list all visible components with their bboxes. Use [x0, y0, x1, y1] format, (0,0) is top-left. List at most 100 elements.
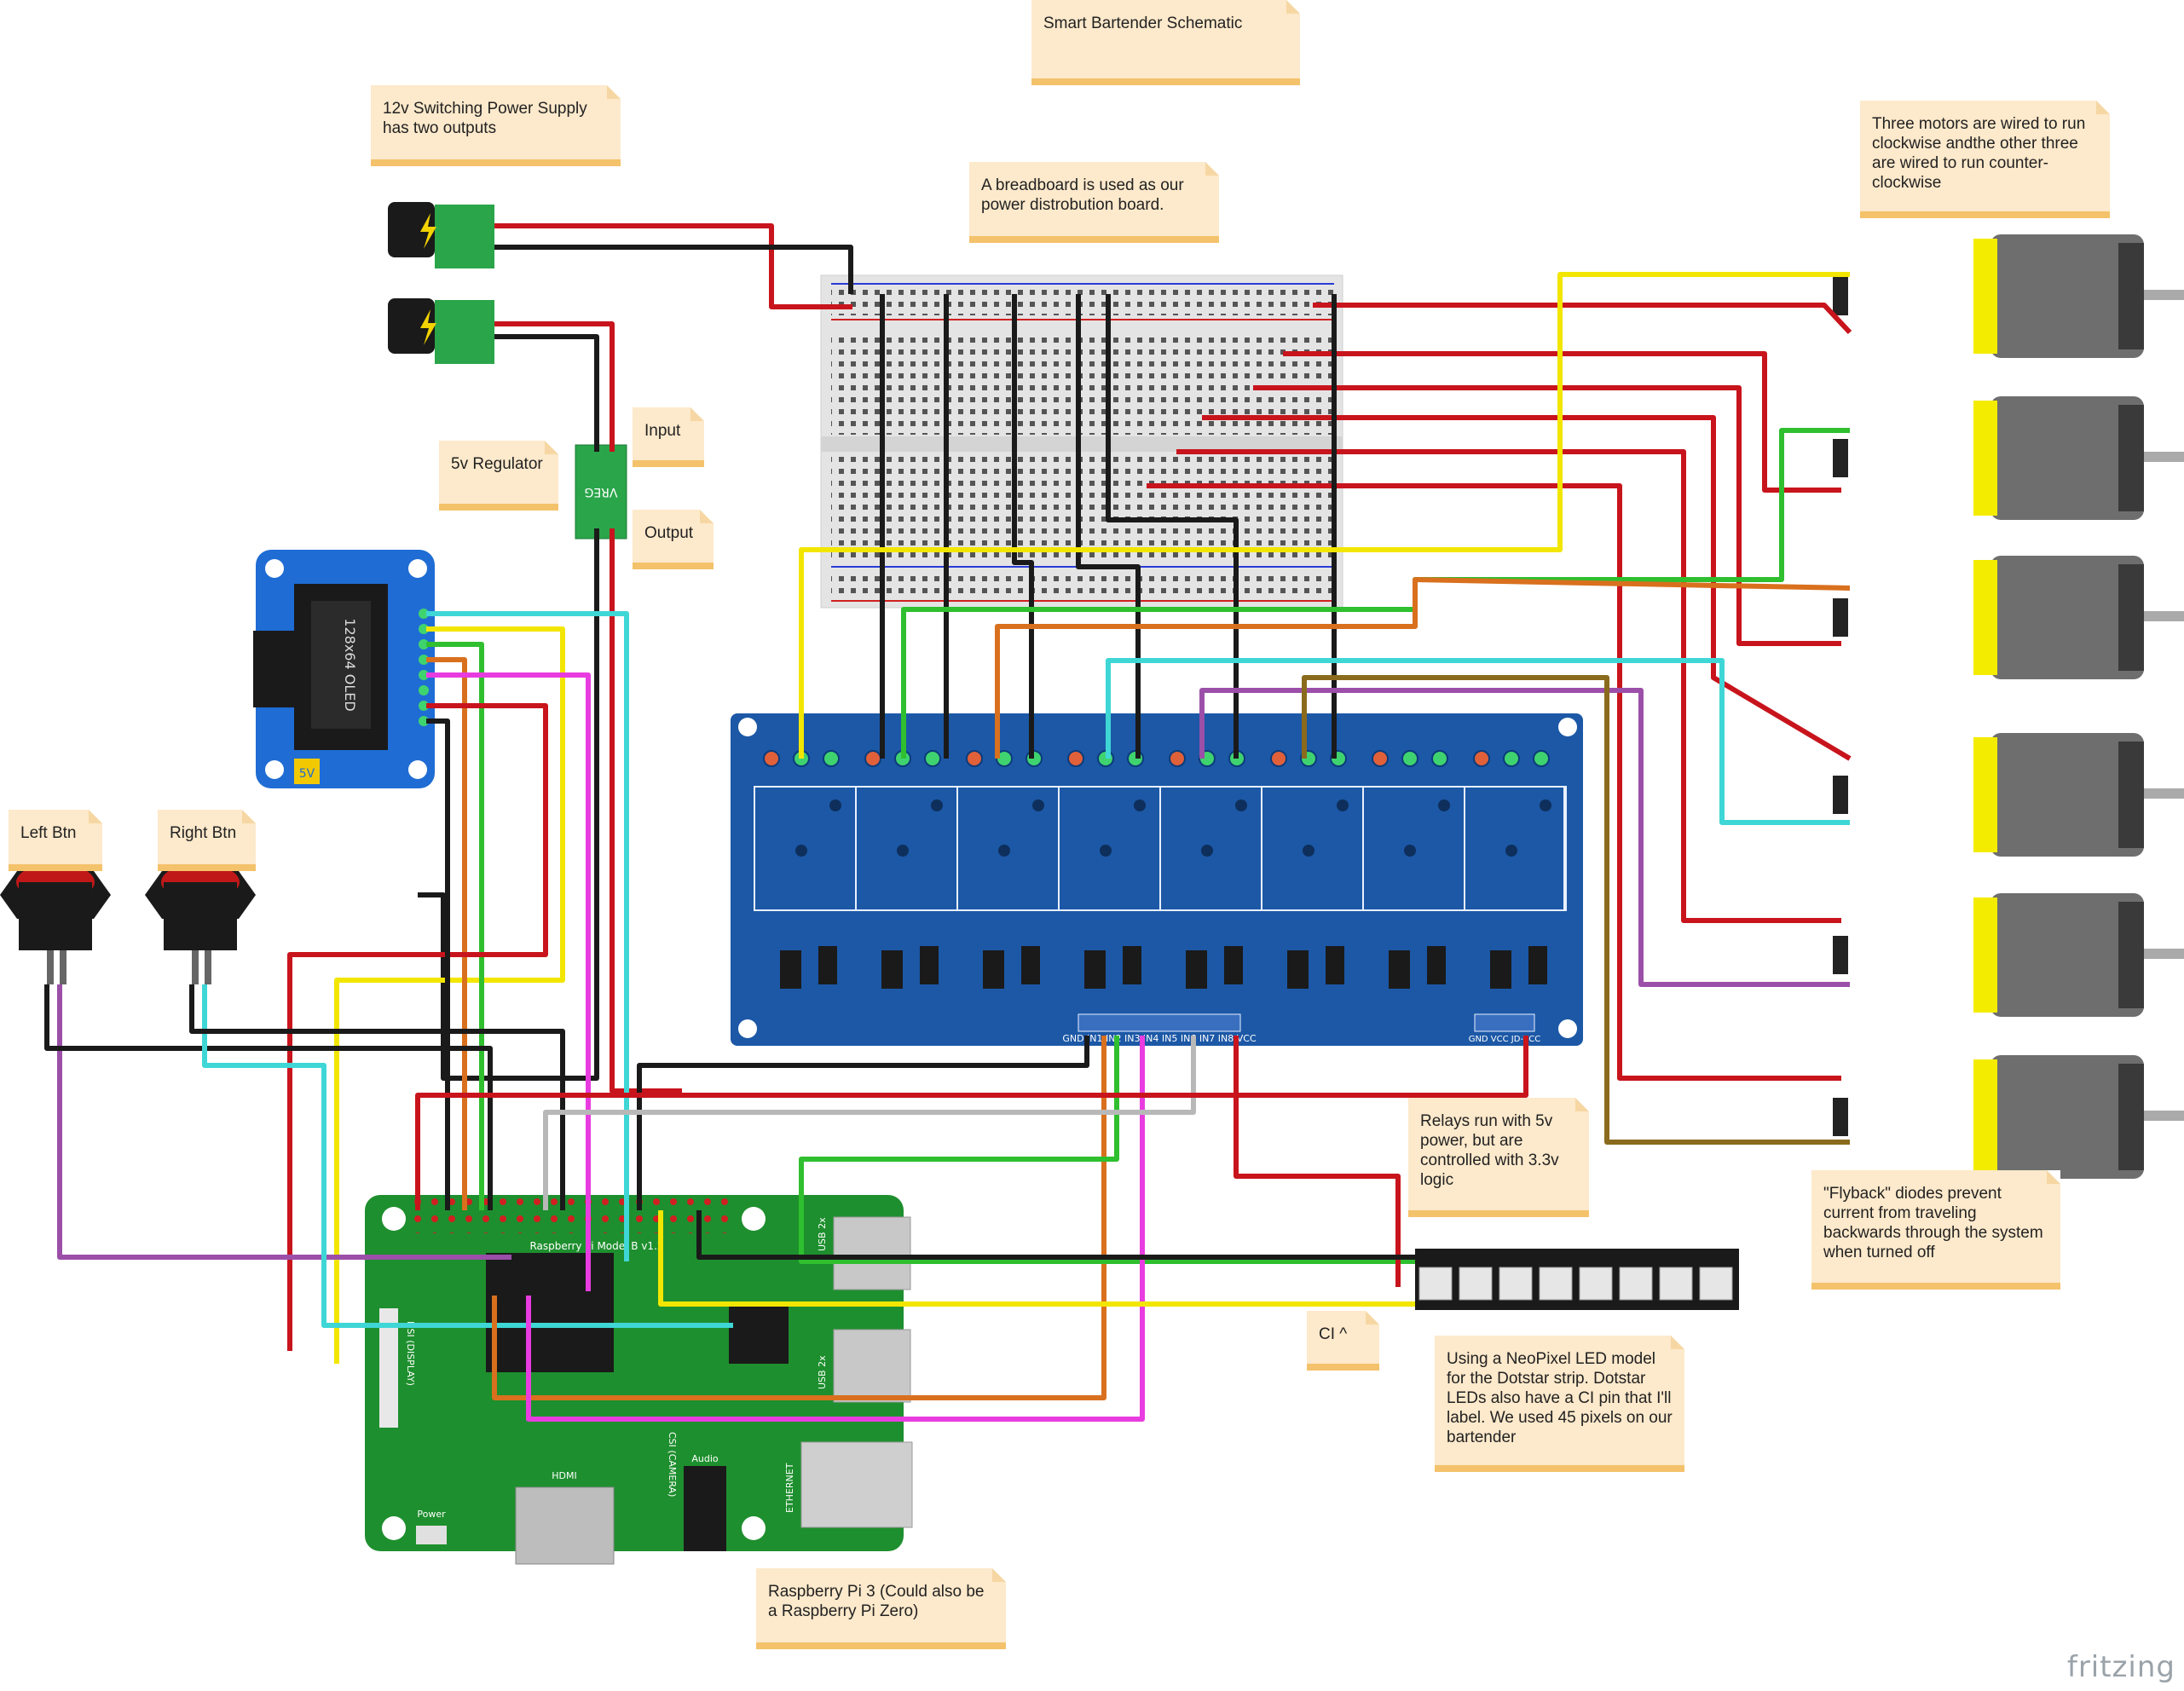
relay-optocoupler: [1224, 946, 1243, 984]
wire-wire_red: [1283, 351, 1841, 493]
motor-body: [1990, 893, 2144, 1017]
right-btn-note: Right Btn: [158, 810, 256, 871]
relay-mark: [1303, 845, 1314, 857]
wire-wire_black: [637, 1036, 1089, 1210]
led-pixel: [1459, 1267, 1493, 1301]
wire-wire_red: [1202, 415, 1852, 761]
wire-wire_orange: [492, 1036, 1106, 1400]
led-pixel: [1659, 1267, 1693, 1301]
relay-chip: [1186, 950, 1207, 989]
relay-terminal: [1372, 750, 1389, 767]
relay-optocoupler: [1427, 946, 1446, 984]
power-jack-2: [388, 298, 494, 364]
relay-mark: [1032, 799, 1044, 811]
flyback-diode: [1833, 277, 1848, 315]
flyback-diode: [1833, 1098, 1848, 1136]
motor-shaft: [2144, 1111, 2184, 1121]
left-btn-note: Left Btn: [9, 810, 102, 871]
wire-wire_black: [696, 1210, 1415, 1260]
relay-mark: [829, 799, 841, 811]
wire-wire_purple: [57, 984, 511, 1260]
wire-wire_red: [494, 321, 615, 452]
relay-mark: [1540, 799, 1551, 811]
relay-mark: [1337, 799, 1349, 811]
oled-label: 128x64 OLED: [342, 618, 358, 711]
relay-optocoupler: [1528, 946, 1547, 984]
wire-wire_cyan: [1106, 658, 1850, 825]
wire-wire_purple: [1199, 688, 1850, 987]
wire-wire_black: [494, 245, 853, 294]
relay-mark: [1404, 845, 1416, 857]
wire-wire_magenta: [426, 672, 591, 1291]
led-pixel: [1499, 1267, 1533, 1301]
wire-wire_black: [1012, 294, 1034, 759]
wire-wire_red: [415, 1036, 1528, 1210]
motor-body: [1990, 234, 2144, 358]
wire-wire_orange: [426, 657, 467, 1210]
relay-chip: [1084, 950, 1106, 989]
relay-signal-pins: GND IN1 IN2 IN3 IN4 IN5 IN6 IN7 IN8 VCC: [1062, 1033, 1257, 1044]
flyback-diode: [1833, 439, 1848, 477]
motor-body: [1990, 396, 2144, 520]
motor-body: [1990, 1055, 2144, 1179]
relay-mark: [1505, 845, 1517, 857]
flyback-note: "Flyback" diodes prevent current from tr…: [1811, 1170, 2060, 1290]
motor-shaft: [2144, 949, 2184, 959]
raspberry-note: Raspberry Pi 3 (Could also be a Raspberr…: [756, 1568, 1006, 1649]
motors-note: Three motors are wired to run clockwise …: [1860, 101, 2110, 218]
flyback-diode: [1833, 598, 1848, 637]
wire-wire_brown: [1302, 675, 1850, 1145]
motor-group: [1833, 234, 2184, 1179]
wire-wire_red: [610, 528, 682, 1094]
motor-shaft: [2144, 452, 2184, 462]
wire-wire_green: [426, 642, 484, 1210]
led-pixel: [1619, 1267, 1653, 1301]
wire-wire_orange: [995, 577, 1851, 759]
wire-wire_magenta: [526, 1036, 1145, 1422]
motor-body: [1990, 733, 2144, 857]
relay-terminal: [1473, 750, 1490, 767]
wire-wire_red: [1176, 449, 1841, 923]
motor-terminal-plate: [1973, 897, 1997, 1013]
wire-wire_gray: [543, 1036, 1196, 1210]
led-pixel: [1579, 1267, 1613, 1301]
relay-terminal: [1503, 750, 1520, 767]
wire-wire_cyan: [426, 611, 629, 1261]
flyback-diode: [1833, 776, 1848, 814]
pi-power-label: Power: [417, 1509, 446, 1520]
relay-mark: [1235, 799, 1247, 811]
motor-shaft: [2144, 290, 2184, 300]
motor-terminal-plate: [1973, 239, 1997, 354]
motor-terminal-plate: [1973, 737, 1997, 852]
relay-power-pins: GND VCC JD-VCC: [1469, 1035, 1541, 1044]
relay-mark: [897, 845, 909, 857]
relay-optocoupler: [818, 946, 837, 984]
pi-dsi-label: DSI (DISPLAY): [405, 1321, 416, 1386]
motor-endcap: [2118, 405, 2144, 511]
motor-shaft: [2144, 788, 2184, 799]
left-button: [0, 863, 111, 984]
relays-note: Relays run with 5v power, but are contro…: [1408, 1098, 1589, 1217]
right-button: [145, 863, 256, 984]
relay-terminal: [966, 750, 983, 767]
wire-wire_black: [418, 528, 599, 1081]
motor-endcap: [2118, 243, 2144, 349]
relay-board: GND IN1 IN2 IN3 IN4 IN5 IN6 IN7 IN8 VCC …: [731, 713, 1583, 1046]
relay-terminal: [924, 750, 941, 767]
relay-mark: [795, 845, 807, 857]
title-note: Smart Bartender Schematic: [1031, 0, 1300, 85]
wire-wire_black: [44, 984, 493, 1210]
wire-wire_red: [1313, 303, 1852, 335]
pi-model-label: Raspberry Pi Model B v1.2: [529, 1240, 663, 1252]
power-jack-1: [388, 202, 494, 268]
wire-wire_red: [287, 703, 548, 1351]
breadboard: [820, 274, 1343, 609]
relay-terminal: [1431, 750, 1448, 767]
raspberry-pi: Raspberry Pi Model B v1.2 USB 2x USB 2x …: [365, 1195, 913, 1565]
pi-hdmi-label: HDMI: [552, 1470, 576, 1481]
motor-body: [1990, 556, 2144, 679]
wire-wire_red: [1253, 385, 1841, 646]
relay-cell: [1464, 786, 1567, 911]
relay-terminal: [1169, 750, 1186, 767]
